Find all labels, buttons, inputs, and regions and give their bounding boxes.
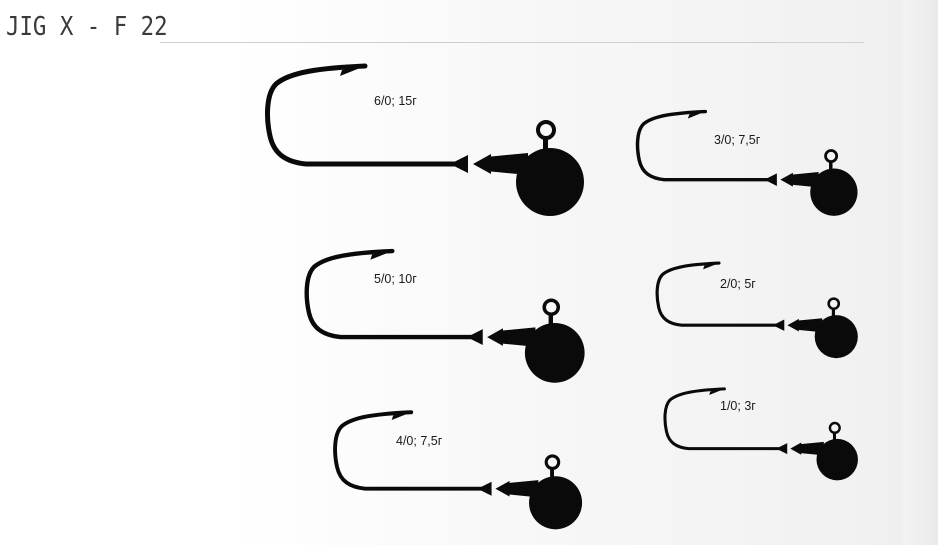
page-edge	[902, 0, 938, 545]
hook-size-label: 4/0; 7,5г	[396, 434, 443, 448]
jig-hook-5-0-icon	[300, 244, 590, 388]
hook-size-label: 1/0; 3г	[720, 399, 756, 413]
jig-hook-6-0-icon	[260, 58, 590, 222]
hook-size-label: 6/0; 15г	[374, 94, 417, 108]
title-divider	[160, 42, 864, 43]
jig-hook-1-0-icon	[663, 387, 860, 482]
jig-hook-3-0-icon	[635, 109, 860, 218]
page-title: JIG X - F 22	[6, 12, 168, 42]
jig-hook-2-0-icon	[655, 261, 860, 360]
jig-hook-4-0-icon	[333, 410, 585, 532]
hook-size-label: 2/0; 5г	[720, 277, 756, 291]
hook-size-label: 5/0; 10г	[374, 272, 417, 286]
hook-size-label: 3/0; 7,5г	[714, 133, 761, 147]
